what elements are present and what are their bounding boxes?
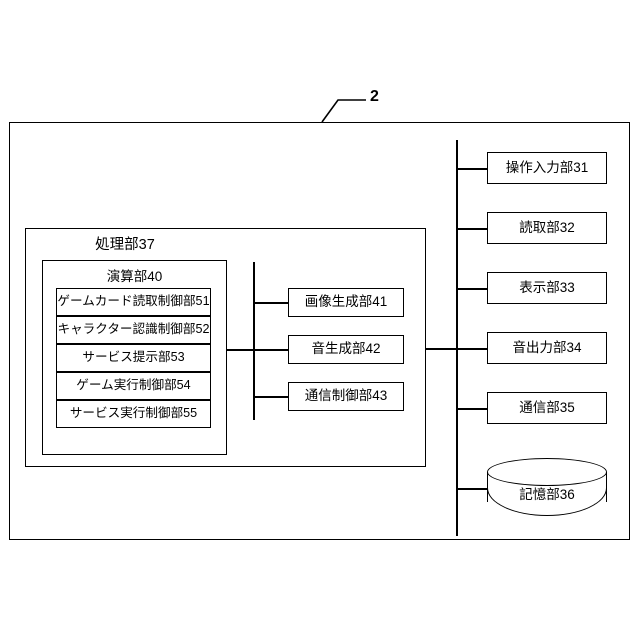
main-bus-vertical xyxy=(456,140,458,536)
main-bus-stub-sound-output xyxy=(456,348,488,350)
cylinder-top-ellipse xyxy=(487,458,607,486)
bus-stub-image-generator xyxy=(253,302,289,304)
display-box[interactable]: 表示部33 xyxy=(487,272,607,304)
image-generator-box[interactable]: 画像生成部41 xyxy=(288,288,404,317)
operation-input-box[interactable]: 操作入力部31 xyxy=(487,152,607,184)
bus-stub-sound-generator xyxy=(253,349,289,351)
list-item[interactable]: ゲーム実行制御部54 xyxy=(56,372,211,400)
communication-box[interactable]: 通信部35 xyxy=(487,392,607,424)
main-bus-stub-operation-input xyxy=(456,168,488,170)
processing-unit-to-main-bus xyxy=(426,348,457,350)
arithmetic-unit-label: 演算部40 xyxy=(106,269,163,284)
reference-numeral-2: 2 xyxy=(370,88,380,105)
main-bus-stub-storage xyxy=(456,488,488,490)
system-outer-boundary xyxy=(9,122,630,540)
list-item[interactable]: サービス実行制御部55 xyxy=(56,400,211,428)
main-bus-stub-display xyxy=(456,288,488,290)
bus-stub-communication-controller xyxy=(253,396,289,398)
list-item[interactable]: ゲームカード読取制御部51 xyxy=(56,288,211,316)
storage-cylinder[interactable]: 記憶部36 xyxy=(487,458,607,516)
list-item[interactable]: キャラクター認識制御部52 xyxy=(56,316,211,344)
sound-output-box[interactable]: 音出力部34 xyxy=(487,332,607,364)
sound-generator-box[interactable]: 音生成部42 xyxy=(288,335,404,364)
arithmetic-unit-box xyxy=(42,260,227,455)
processing-unit-box xyxy=(25,228,426,467)
main-bus-stub-reader xyxy=(456,228,488,230)
processing-unit-label: 処理部37 xyxy=(95,237,155,253)
arithmetic-to-bus-connector xyxy=(227,349,254,351)
reader-box[interactable]: 読取部32 xyxy=(487,212,607,244)
main-bus-stub-communication xyxy=(456,408,488,410)
communication-controller-box[interactable]: 通信制御部43 xyxy=(288,382,404,411)
storage-label: 記憶部36 xyxy=(519,487,575,502)
list-item[interactable]: サービス提示部53 xyxy=(56,344,211,372)
internal-bus-vertical xyxy=(253,262,255,420)
